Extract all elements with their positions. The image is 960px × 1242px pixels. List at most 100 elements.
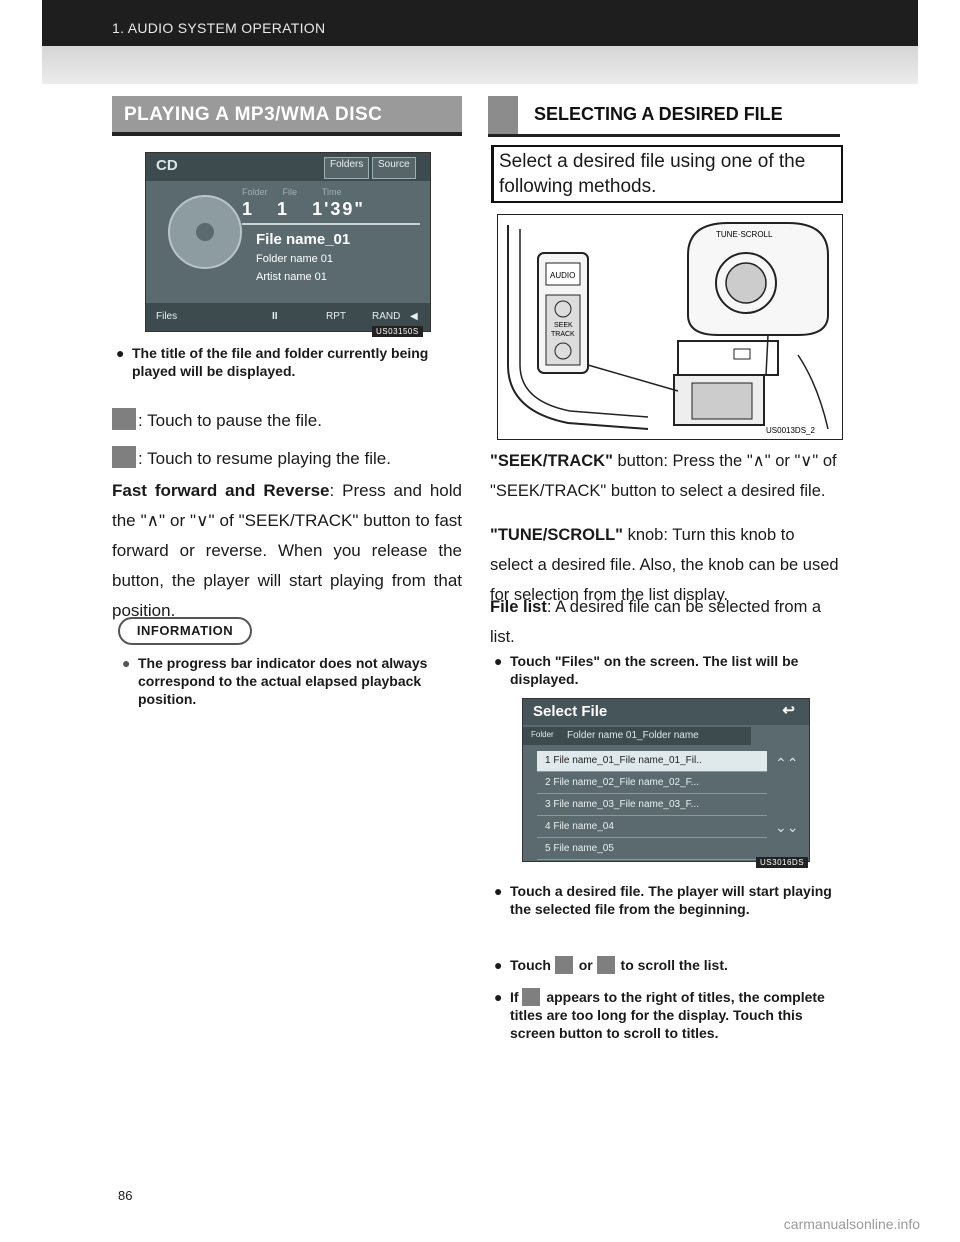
file-row-4[interactable]: 4 File name_04 [537, 817, 767, 838]
tune-scroll-text: knob: Turn this knob to select a desired… [490, 526, 839, 604]
file-row-2[interactable]: 2 File name_02_File name_02_F... [537, 773, 767, 794]
seek-track-paragraph: "SEEK/TRACK" button: Press the "∧" or "∨… [490, 446, 840, 506]
play-icon [112, 446, 136, 468]
bullet-icon: ● [494, 883, 503, 899]
artist-name: Artist name 01 [256, 271, 327, 283]
scroll-down-icon-inline [596, 956, 615, 974]
bullet-touch-file-text: Touch a desired file. The player will st… [510, 883, 832, 917]
folders-button[interactable]: Folders [324, 157, 370, 179]
information-text: The progress bar indicator does not alwa… [138, 655, 428, 707]
diagram-caption: US0013DS_2 [766, 426, 815, 435]
bullet-scroll: ● Touch or to scroll the list. [494, 956, 840, 974]
pause-icon [112, 408, 136, 430]
bullet-icon: ● [494, 957, 503, 973]
header-title: 1. AUDIO SYSTEM OPERATION [112, 20, 326, 36]
scroll-up-icon-inline [554, 956, 573, 974]
watermark: carmanualsonline.info [783, 1216, 920, 1232]
file-row-1[interactable]: 1 File name_01_File name_01_Fil.. [537, 751, 767, 772]
files-button[interactable]: Files [156, 311, 178, 322]
bullet-icon: ● [116, 345, 125, 361]
intro-text: Select a desired file using one of the f… [499, 151, 806, 197]
file-row-2-label: 2 File name_02_File name_02_F... [545, 777, 699, 788]
diagram-tune-scroll-label: TUNE·SCROLL [716, 230, 773, 239]
file-row-3-label: 3 File name_03_File name_03_F... [545, 799, 699, 810]
back-icon[interactable]: ↩ [782, 702, 795, 719]
repeat-button[interactable]: RPT [326, 311, 346, 322]
disc-icon [168, 195, 242, 269]
bullet-long-title-text-b: appears to the right of titles, the comp… [510, 989, 825, 1041]
bullet-scroll-text-b: or [578, 957, 593, 973]
title-scroll-icon-inline [522, 988, 541, 1006]
volume-icon: ◀ [410, 311, 418, 322]
bullet-long-title: ● If appears to the right of titles, the… [494, 988, 840, 1042]
select-file-title: Select File [533, 703, 608, 720]
now-playing-screen: CD Folders Source Folder File Time 1 1 1… [145, 152, 431, 332]
dashboard-diagram: AUDIO SEEK TRACK TUNE·SCROLL US0013DS_2 [497, 214, 843, 440]
file-row-3[interactable]: 3 File name_03_File name_03_F... [537, 795, 767, 816]
folder-label: Folder [531, 730, 554, 739]
right-section-title-text: SELECTING A DESIRED FILE [534, 104, 783, 124]
fast-forward-heading: Fast forward and Reverse [112, 481, 330, 500]
bullet-long-title-text-a: If [510, 989, 519, 1005]
section-marker [488, 96, 518, 136]
seek-track-text: button: Press the "∧" or "∨" of "SEEK/TR… [490, 452, 837, 500]
diagram-seek-label: SEEK [554, 322, 573, 329]
file-number: 1 [277, 199, 290, 219]
diagram-track-label: TRACK [551, 331, 575, 338]
file-row-4-label: 4 File name_04 [545, 821, 614, 832]
folder-row: Folder Folder name 01_Folder name [523, 727, 751, 745]
resume-row: : Touch to resume playing the file. [112, 444, 462, 474]
pause-row: : Touch to pause the file. [112, 406, 462, 436]
random-button[interactable]: RAND [372, 311, 401, 322]
pause-text: : Touch to pause the file. [138, 411, 322, 430]
left-section-title-text: PLAYING A MP3/WMA DISC [124, 104, 383, 125]
file-row-1-label: 1 File name_01_File name_01_Fil.. [545, 755, 702, 766]
information-note: ● The progress bar indicator does not al… [122, 654, 460, 708]
elapsed-time: 1'39" [312, 199, 365, 219]
file-list-heading: File list [490, 598, 547, 616]
left-section-title: PLAYING A MP3/WMA DISC [112, 96, 462, 136]
bullet-title-display: ● The title of the file and folder curre… [116, 344, 462, 380]
figure-caption: US03150S [372, 326, 423, 337]
intro-box: Select a desired file using one of the f… [491, 145, 843, 203]
bullet-scroll-text-a: Touch [510, 957, 551, 973]
folder-heading: Folder [242, 187, 268, 197]
bullet-icon: ● [494, 653, 503, 669]
bullet-files-text: Touch "Files" on the screen. The list wi… [510, 653, 799, 687]
bullet-icon: ● [494, 989, 503, 1005]
information-badge: INFORMATION [118, 617, 252, 645]
screen-bottom-bar: Files II RPT RAND ◀ [146, 303, 430, 331]
list-figure-caption: US3016DS [756, 857, 809, 868]
bullet-title-display-text: The title of the file and folder current… [132, 345, 429, 379]
file-name: File name_01 [256, 231, 351, 248]
tune-scroll-heading: "TUNE/SCROLL" [490, 526, 623, 544]
folder-number: 1 [242, 199, 255, 219]
progress-bar [242, 223, 420, 225]
page-number: 86 [118, 1188, 133, 1203]
dashboard-illustration: AUDIO SEEK TRACK TUNE·SCROLL US0013DS_2 [507, 222, 829, 435]
diagram-audio-label: AUDIO [550, 271, 575, 280]
file-list-text: : A desired file can be selected from a … [490, 598, 822, 646]
fast-forward-text: : Press and hold the "∧" or "∨" of "SEEK… [112, 481, 462, 620]
seek-track-heading: "SEEK/TRACK" [490, 452, 613, 470]
file-heading: File [282, 187, 298, 197]
resume-text: : Touch to resume playing the file. [138, 449, 391, 468]
select-file-title-bar: Select File ↩ [523, 699, 809, 725]
right-section-title: SELECTING A DESIRED FILE [488, 96, 840, 137]
source-button[interactable]: Source [372, 157, 416, 179]
bullet-files: ● Touch "Files" on the screen. The list … [494, 652, 840, 688]
bullet-icon: ● [122, 655, 131, 671]
scroll-up-icon[interactable]: ⌃⌃ [775, 755, 799, 771]
fast-forward-paragraph: Fast forward and Reverse: Press and hold… [112, 476, 462, 626]
scroll-down-icon[interactable]: ⌄⌄ [775, 819, 799, 835]
bullet-touch-file: ● Touch a desired file. The player will … [494, 882, 840, 918]
time-heading: Time [321, 187, 342, 197]
screen-top-bar: CD Folders Source [146, 153, 430, 181]
tune-scroll-paragraph: "TUNE/SCROLL" knob: Turn this knob to se… [490, 520, 840, 610]
file-row-5[interactable]: 5 File name_05 [537, 839, 767, 860]
header-band [42, 46, 918, 84]
folder-name: Folder name 01 [256, 253, 334, 265]
file-row-5-label: 5 File name_05 [545, 843, 614, 854]
pause-button[interactable]: II [272, 311, 278, 322]
file-list-paragraph: File list: A desired file can be selecte… [490, 592, 840, 652]
